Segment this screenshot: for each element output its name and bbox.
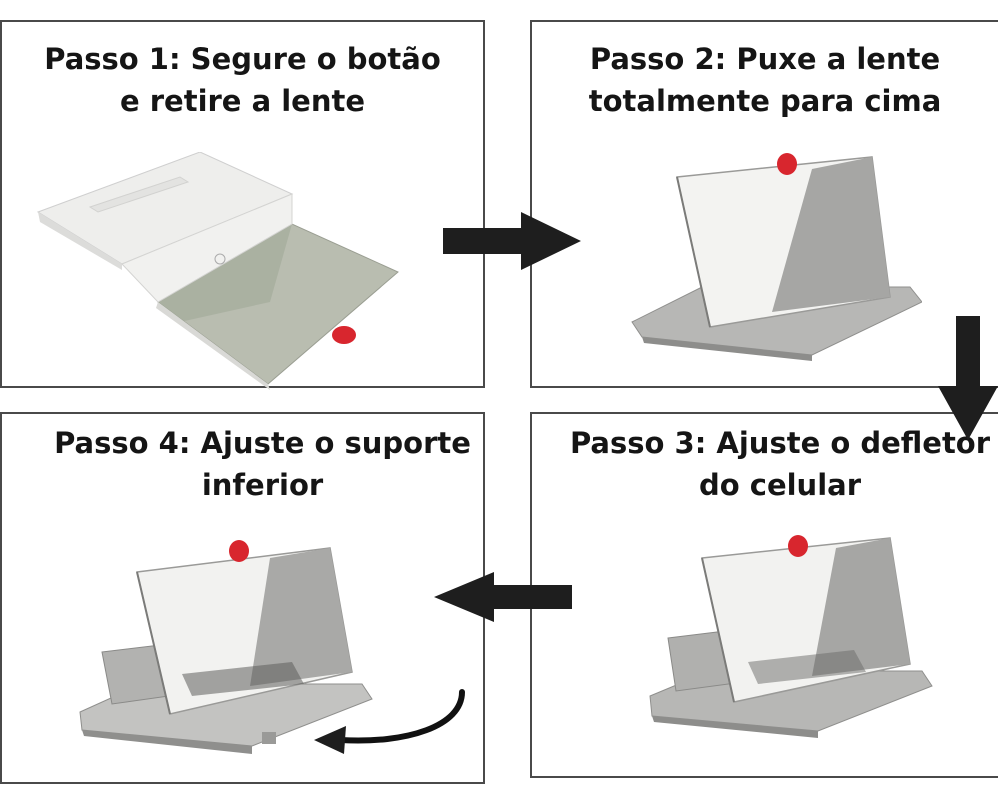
red-button-icon [777,153,797,175]
step-1-title: Passo 1: Segure o botão e retire a lente [44,42,441,118]
step-2-panel: Passo 2: Puxe a lente totalmente para ci… [530,20,998,388]
step-3-panel: Passo 3: Ajuste o defletor do celular [530,412,998,778]
curved-arrow-icon [314,689,465,754]
arrow-down-icon [938,316,998,440]
step-1-panel: Passo 1: Segure o botão e retire a lente [0,20,485,390]
arrow-left-icon [434,572,572,622]
step-3-phone-deflector-illustration [649,535,933,738]
red-button-icon [332,326,356,344]
step-4-bottom-support-illustration [79,540,373,754]
step-3-title: Passo 3: Ajuste o defletor do celular [569,426,991,502]
step-2-lens-raised-illustration [631,153,922,361]
red-button-icon [788,535,808,557]
step-4-title: Passo 4: Ajuste o suporte inferior [54,426,471,502]
step-1-folded-magnifier-illustration [36,152,399,390]
step-2-title: Passo 2: Puxe a lente totalmente para ci… [588,42,942,118]
step-4-panel: Passo 4: Ajuste o suporte inferior [0,412,485,784]
arrow-right-icon [443,212,581,270]
red-button-icon [229,540,249,562]
